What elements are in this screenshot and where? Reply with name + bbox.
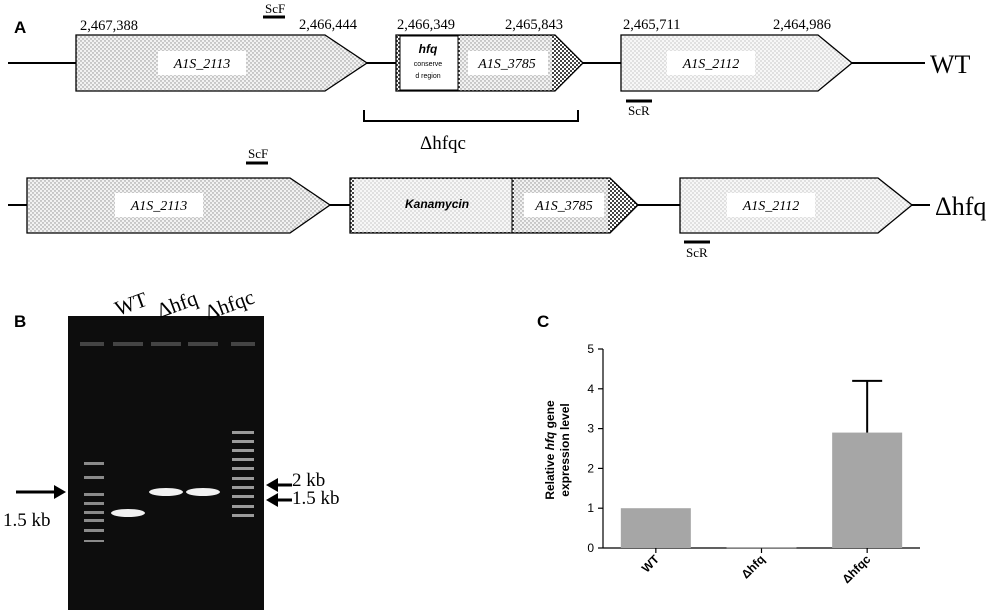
x-tick-label: Δhfqc [839,552,873,586]
y-axis-label-line1: Relative hfq gene [543,400,557,500]
hfq-label: hfq [419,42,438,56]
coord-2: 2,466,444 [299,17,358,33]
left-ladder [84,462,104,542]
bar-0 [620,508,691,548]
ladder-band [232,495,254,498]
hfq-sub1: conserve [414,61,443,68]
mut-primer-scf-label: ScF [248,146,268,161]
wt-gene-a1s-2112-label-box [667,51,755,75]
y-tick-label: 0 [587,541,594,555]
wt-primer-scf-label: ScF [265,1,285,16]
wt-gene-a1s-3785-label: A1S_3785 [477,57,536,72]
mut-gene-a1s-2113-label-box [115,193,203,217]
expression-bar-chart: 0 1 2 3 4 5WT Δhfq Δhfqc [587,342,920,586]
y-tick-label: 2 [587,461,594,475]
coord-4: 2,465,843 [505,17,563,33]
bar-1 [726,547,797,549]
ladder-band [232,467,254,470]
ladder-band [232,449,254,452]
coord-1: 2,467,388 [80,18,138,34]
panel-a-label: A [14,18,26,37]
mut-gene-a1s-2112-label: A1S_2112 [742,199,800,214]
mut-gene-a1s-2112-label-box [727,193,815,217]
ladder-band [84,502,104,505]
wt-gene-a1s-3785-label-box [468,51,548,75]
ladder-band [84,493,104,496]
gel-well [151,342,181,346]
band-dhfq [149,488,183,496]
wt-gene-a1s-2112-label: A1S_2112 [682,57,740,72]
ladder-band [84,529,104,532]
ladder-band [84,462,104,465]
wt-label: WT [930,50,971,79]
right-marker-2kb: 2 kb [292,470,325,491]
right-arrow-2kb-icon [266,478,292,492]
ladder-band [232,431,254,434]
ladder-band [232,458,254,461]
y-tick-label: 1 [587,501,594,515]
band-wt [111,509,145,517]
ladder-band [232,505,254,508]
gel-well [113,342,143,346]
gel-well [231,342,255,346]
ladder-band [232,477,254,480]
kanamycin-region [354,179,512,232]
ladder-band [84,476,104,479]
gel-well [80,342,104,346]
x-tick-label: Δhfq [738,552,767,581]
right-arrow-1-5kb-icon [266,493,292,507]
mut-gene-a1s-3785-label: A1S_3785 [534,199,593,214]
mutant-label: Δhfq [935,192,986,221]
y-tick-label: 4 [587,382,594,396]
x-tick-label: WT [639,552,663,576]
y-tick-label: 3 [587,422,594,436]
mut-gene-a1s-2113-label: A1S_2113 [130,199,188,214]
coord-6: 2,464,986 [773,17,831,33]
left-marker-label: 1.5 kb [3,510,51,531]
ladder-band [84,519,104,522]
y-axis-label-line2: expression level [558,403,572,496]
panel-c-label: C [537,312,549,331]
wt-gene-map: A1S_2113 hfq conserve d region A1S_3785 … [8,34,971,92]
wt-gene-a1s-2113-label: A1S_2113 [173,57,231,72]
right-marker-1-5kb: 1.5 kb [292,488,340,509]
ladder-band [232,514,254,517]
ladder-band [232,440,254,443]
panel-b-label: B [14,312,26,331]
ladder-band [84,540,104,542]
gel-well [188,342,218,346]
deletion-label: Δhfqc [420,133,466,154]
left-arrow-icon [16,485,66,499]
mutant-gene-map: A1S_2113 Kanamycin A1S_3785 A1S_2112 Δhf… [8,177,986,234]
wt-primer-scr-label: ScR [628,103,650,118]
bar-2 [832,432,903,548]
y-tick-label: 5 [587,342,594,356]
deletion-bracket [363,110,579,122]
coord-3: 2,466,349 [397,17,455,33]
right-ladder [232,431,254,517]
lane-label-wt: WT [112,287,151,321]
mut-primer-scr-label: ScR [686,245,708,260]
coord-5: 2,465,711 [623,17,680,33]
mut-gene-a1s-3785-label-box [524,193,604,217]
gel-image [68,316,264,610]
ladder-band [84,511,104,514]
ladder-band [232,486,254,489]
kanamycin-label: Kanamycin [405,197,469,211]
hfq-sub2: d region [415,73,440,80]
band-dhfqc [186,488,220,496]
hfq-conserved-region-box [399,35,459,91]
wt-gene-a1s-2113-label-box [158,51,246,75]
